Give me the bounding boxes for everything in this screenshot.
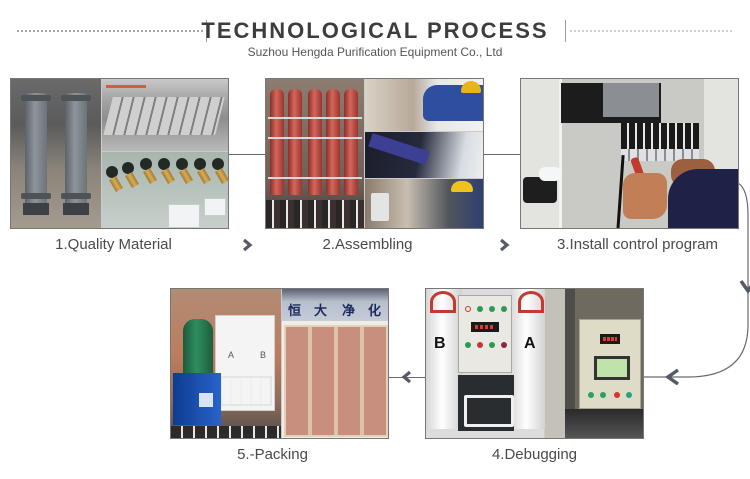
connector-1-2 [229,154,265,155]
chevron-right-icon [497,238,511,252]
gas-cylinders-photo [266,79,364,228]
adsorption-towers-photo: B A [426,289,546,438]
divider-right [565,20,566,42]
chevron-left-icon [400,370,414,384]
step-5-caption: 5.-Packing [237,446,308,463]
step-2-image [265,78,484,229]
chevron-right-icon [240,238,254,252]
company-sign: 恒 大 净 化 [282,289,388,321]
wooden-crate-photo: 恒 大 净 化 [282,289,388,438]
step-1-image [10,78,229,229]
decorative-dotted-line-right [569,30,734,32]
worker-assembling-photo [365,79,483,131]
company-name: Suzhou Hengda Purification Equipment Co.… [247,45,503,59]
nitrogen-generator-photo: A B [171,289,281,438]
connector-2-3 [484,154,520,155]
step-4-image: B A [425,288,644,439]
steel-profiles-photo [102,79,228,151]
welding-photo [365,132,483,178]
step-3-caption: 3.Install control program [557,236,718,253]
connector-3-4-curve [644,182,750,385]
step-5-image: A B 恒 大 净 化 [170,288,389,439]
brass-valves-photo [102,152,228,228]
chevron-left-icon [664,368,680,385]
step-1-caption: 1.Quality Material [55,236,172,253]
chevron-down-icon [739,279,750,295]
filter-columns-photo [11,79,101,228]
decorative-dotted-line-left [16,30,204,32]
grinding-photo [365,179,483,228]
step-2-caption: 2.Assembling [322,236,413,253]
control-panel-photo [545,289,643,438]
step-4-caption: 4.Debugging [491,446,578,463]
step-3-image [520,78,739,229]
divider-left [206,20,207,42]
page-title: TECHNOLOGICAL PROCESS [201,18,549,43]
